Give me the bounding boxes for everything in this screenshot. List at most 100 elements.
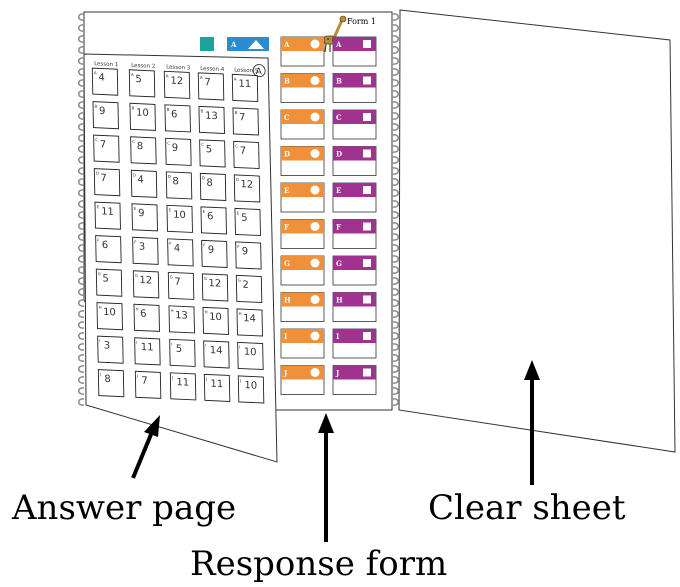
spiral-loop bbox=[392, 255, 399, 263]
spiral-loop bbox=[78, 13, 85, 21]
spiral-loop bbox=[78, 277, 85, 285]
lesson-header: Lesson 3 bbox=[166, 64, 191, 71]
spiral-loop bbox=[78, 167, 85, 175]
answer-box bbox=[203, 340, 230, 369]
answer-row-letter: J bbox=[136, 373, 138, 378]
circle-icon bbox=[310, 295, 320, 304]
square-icon bbox=[363, 222, 371, 231]
spiral-loop bbox=[392, 200, 399, 208]
answer-row-letter: A bbox=[166, 73, 169, 78]
square-icon bbox=[363, 113, 371, 121]
spiral-loop bbox=[78, 288, 85, 296]
answer-row-letter: A bbox=[200, 75, 203, 80]
answer-box bbox=[237, 375, 265, 404]
spiral-loop bbox=[78, 354, 85, 362]
answer-row-letter: C bbox=[167, 140, 170, 145]
answer-value: 7 bbox=[204, 77, 211, 88]
spiral-loop bbox=[392, 156, 399, 164]
answer-value: 4 bbox=[137, 175, 144, 186]
answer-box bbox=[95, 235, 122, 264]
spiral-loop bbox=[392, 266, 399, 274]
answer-value: 12 bbox=[170, 76, 183, 88]
triangle-icon bbox=[248, 40, 264, 49]
answer-row-letter: H bbox=[136, 306, 139, 311]
answer-box bbox=[233, 174, 261, 203]
spiral-loop bbox=[392, 13, 399, 21]
answer-box bbox=[130, 169, 158, 198]
answer-value: 6 bbox=[102, 240, 109, 251]
spiral-loop bbox=[392, 68, 399, 76]
answer-value: 7 bbox=[100, 139, 107, 150]
caption-clear-sheet: Clear sheet bbox=[428, 488, 626, 528]
spiral-loop bbox=[78, 244, 85, 252]
spiral-loop bbox=[392, 244, 399, 252]
answer-row-letter: H bbox=[171, 308, 174, 313]
answer-value: 9 bbox=[208, 245, 215, 256]
spiral-loop bbox=[392, 321, 399, 329]
answer-box bbox=[232, 107, 259, 136]
answer-value: 10 bbox=[244, 380, 257, 392]
spiral-loop bbox=[392, 343, 399, 351]
spiral-loop bbox=[78, 343, 85, 351]
form-title: Form 1 bbox=[347, 17, 376, 26]
answer-box bbox=[201, 273, 229, 302]
answer-box bbox=[134, 370, 162, 399]
answer-value: 7 bbox=[100, 173, 107, 184]
circle-icon bbox=[310, 222, 320, 231]
form-row-letter: D bbox=[284, 150, 290, 159]
spiral-loop bbox=[78, 321, 85, 329]
answer-box bbox=[132, 270, 160, 299]
answer-box bbox=[128, 69, 156, 98]
answer-value: 14 bbox=[243, 313, 256, 325]
form-row-letter: E bbox=[336, 186, 341, 195]
answer-row-letter: J bbox=[239, 378, 241, 383]
answer-box bbox=[166, 204, 193, 233]
answer-row-letter: C bbox=[132, 139, 135, 144]
square-icon bbox=[363, 259, 371, 267]
clear-sheet bbox=[398, 9, 676, 453]
answer-value: 11 bbox=[141, 342, 154, 354]
answer-value: 5 bbox=[206, 144, 213, 155]
answer-value: 5 bbox=[241, 213, 248, 224]
answer-box bbox=[131, 203, 158, 232]
answer-row-letter: D bbox=[133, 172, 136, 177]
answer-value: 12 bbox=[208, 278, 221, 290]
answer-row-letter: D bbox=[96, 171, 99, 176]
answer-row-letter: E bbox=[203, 209, 206, 214]
answer-value: 8 bbox=[206, 178, 213, 189]
spiral-loop bbox=[78, 189, 85, 197]
answer-row-letter: C bbox=[95, 137, 98, 142]
spiral-loop bbox=[78, 222, 85, 230]
answer-value: 5 bbox=[102, 273, 109, 284]
spiral-loop bbox=[392, 211, 399, 219]
answer-value: 11 bbox=[101, 206, 114, 218]
answer-row-letter: D bbox=[168, 174, 171, 179]
lesson-header: Lesson 1 bbox=[94, 61, 118, 68]
answer-box bbox=[167, 238, 194, 267]
answer-row-letter: H bbox=[239, 311, 242, 316]
form-row-letter: B bbox=[336, 77, 342, 86]
spiral-loop bbox=[78, 24, 85, 32]
lesson-header: Lesson 2 bbox=[131, 63, 155, 70]
answer-row-letter: F bbox=[203, 242, 206, 247]
answer-row-letter: G bbox=[238, 277, 241, 282]
form-row-letter: H bbox=[284, 296, 291, 305]
answer-box bbox=[201, 239, 228, 268]
answer-value: 10 bbox=[103, 307, 116, 319]
spiral-loop bbox=[78, 398, 85, 406]
answer-row-letter: F bbox=[134, 239, 137, 244]
answer-row-letter: E bbox=[237, 210, 240, 215]
answer-value: 10 bbox=[136, 108, 149, 120]
spiral-loop bbox=[392, 332, 399, 340]
spiral-loop bbox=[392, 233, 399, 241]
answer-box bbox=[233, 140, 260, 169]
right-spiral-binding bbox=[392, 13, 399, 406]
spiral-loop bbox=[78, 266, 85, 274]
answer-row-letter: J bbox=[205, 376, 207, 381]
answer-row-letter: H bbox=[99, 305, 102, 310]
spiral-loop bbox=[78, 211, 85, 219]
spiral-loop bbox=[392, 167, 399, 175]
spiral-loop bbox=[392, 46, 399, 54]
answer-value: 5 bbox=[176, 344, 183, 355]
